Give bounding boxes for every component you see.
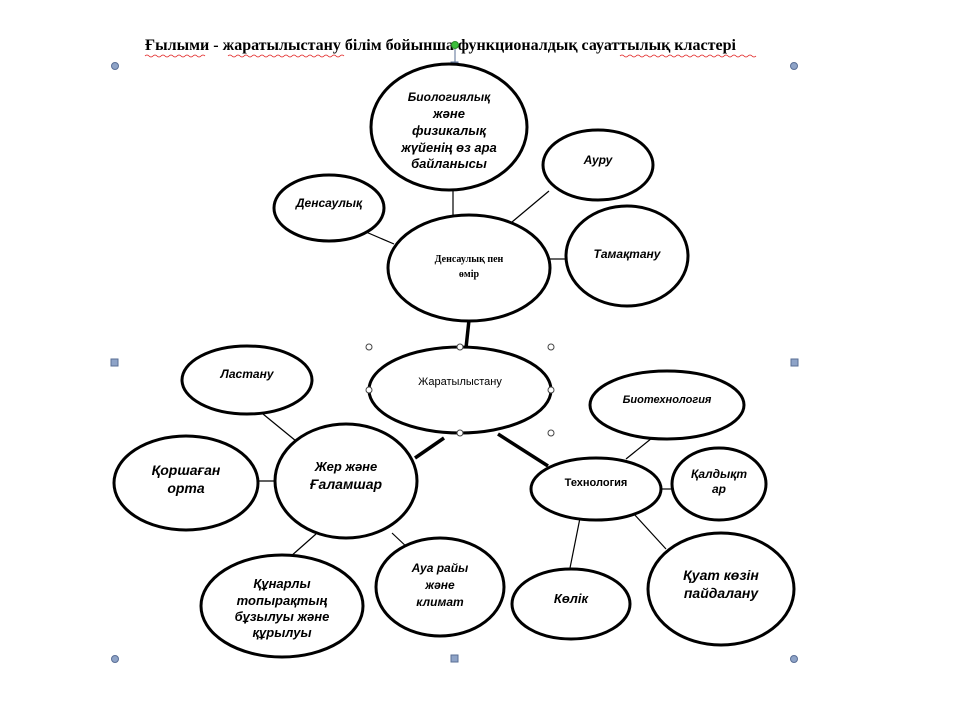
node-energy-line-2: пайдалану <box>684 585 759 601</box>
node-environment[interactable]: Қоршаған орта <box>112 434 260 532</box>
connector-lines <box>259 190 672 569</box>
resize-handle-top-right[interactable] <box>790 62 798 70</box>
resize-handle-bottom-right[interactable] <box>790 655 798 663</box>
node-soil-line-2: топырақтың <box>237 593 328 608</box>
node-disease-label: Ауру <box>583 153 614 167</box>
node-bio-phys-line-5: байланысы <box>411 156 487 171</box>
node-energy[interactable]: Қуат көзін пайдалану <box>646 531 796 647</box>
node-weather[interactable]: Ауа райы және климат <box>374 536 506 638</box>
node-technology-label: Технология <box>565 477 628 489</box>
node-technology[interactable]: Технология <box>529 456 663 522</box>
node-earth-universe-line-2: Ғаламшар <box>310 476 383 492</box>
rotate-handle[interactable] <box>451 41 459 49</box>
node-biotech-label: Биотехнология <box>623 394 712 406</box>
node-waste-line-2: ар <box>712 482 726 496</box>
node-environment-line-1: Қоршаған <box>152 462 221 478</box>
node-transport-label: Көлік <box>554 591 590 606</box>
node-health-label: Денсаулық <box>295 196 363 210</box>
node-bio-phys-line-1: Биологиялық <box>408 90 491 104</box>
node-waste[interactable]: Қалдықт ар <box>670 446 768 522</box>
node-pollution-label: Ластану <box>219 367 274 381</box>
node-waste-line-1: Қалдықт <box>691 467 747 481</box>
diagram-title: Ғылыми - жаратылыстану білім бойынша фун… <box>145 37 736 54</box>
node-bio-phys-line-2: және <box>432 106 465 121</box>
node-nutrition-label: Тамақтану <box>594 247 662 261</box>
resize-handle-top-left[interactable] <box>111 62 119 70</box>
resize-handle-bottom-left[interactable] <box>111 655 119 663</box>
node-soil-line-4: құрылуы <box>252 625 311 640</box>
node-earth-universe-line-1: Жер және <box>314 459 378 474</box>
spellcheck-underline <box>144 54 757 58</box>
node-health-life-line-1: Денсаулық пен <box>435 254 504 265</box>
node-transport[interactable]: Көлік <box>510 567 632 641</box>
node-biotech[interactable]: Биотехнология <box>588 369 746 441</box>
node-weather-line-3: климат <box>416 595 464 609</box>
node-earth-universe[interactable]: Жер және Ғаламшар <box>273 422 419 540</box>
resize-handle-right[interactable] <box>790 358 799 367</box>
node-soil-line-3: бұзылуы және <box>235 609 330 624</box>
node-weather-line-2: және <box>424 578 455 592</box>
resize-handle-left[interactable] <box>110 358 119 367</box>
node-disease[interactable]: Ауру <box>541 128 655 202</box>
node-environment-line-2: орта <box>167 480 205 496</box>
node-nutrition[interactable]: Тамақтану <box>564 204 690 308</box>
node-health-life-line-2: өмір <box>459 269 480 280</box>
node-energy-line-1: Қуат көзін <box>683 567 759 583</box>
node-center[interactable]: Жаратылыстану <box>365 343 555 437</box>
node-bio-phys-line-4: жүйенің өз ара <box>400 140 497 155</box>
node-center-label: Жаратылыстану <box>418 376 502 388</box>
node-soil[interactable]: Құнарлы топырақтың бұзылуы және құрылуы <box>199 553 365 659</box>
resize-handle-bottom[interactable] <box>450 654 459 663</box>
node-pollution[interactable]: Ластану <box>180 344 314 416</box>
node-health[interactable]: Денсаулық <box>272 173 386 243</box>
node-weather-line-1: Ауа райы <box>411 561 469 575</box>
node-health-life[interactable]: Денсаулық пен өмір <box>386 213 552 323</box>
node-bio-phys-line-3: физикалық <box>412 123 487 138</box>
node-bio-phys[interactable]: Биологиялық және физикалық жүйенің өз ар… <box>369 62 529 192</box>
node-soil-line-1: Құнарлы <box>253 576 310 591</box>
